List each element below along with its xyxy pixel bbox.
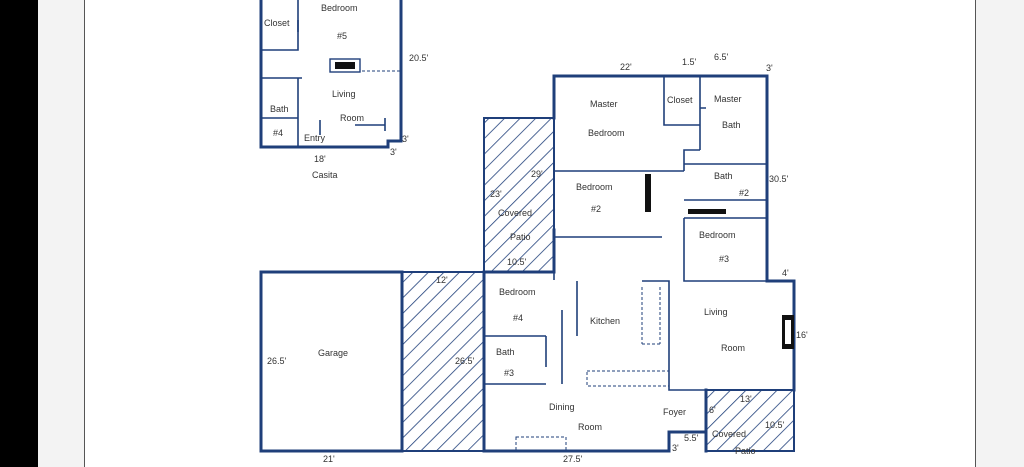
front-patio-label-2: Patio <box>735 446 756 456</box>
covered-patio-label: Covered <box>498 208 532 218</box>
right-margin <box>977 0 1024 467</box>
kitchen-label: Kitchen <box>590 316 620 326</box>
bath3-label: Bath <box>496 347 515 357</box>
master-bedroom-label: Master <box>590 99 618 109</box>
bedroom2-closet-door <box>645 174 651 212</box>
bedroom3-label: Bedroom <box>699 230 736 240</box>
dim-bottom-21: 21' <box>323 454 335 464</box>
dim-patio2-10-5: 10.5' <box>765 420 785 430</box>
covered-patio-area <box>483 117 555 273</box>
dining-room-label: Dining <box>549 402 575 412</box>
master-bath-label-2: Bath <box>722 120 741 130</box>
dining-sideboard <box>515 436 567 452</box>
dim-patio-23: 23' <box>490 189 502 199</box>
casita-dim-width: 18' <box>314 154 326 164</box>
casita-dim-notch-h: 3' <box>390 147 397 157</box>
dim-patio-29: 29' <box>531 169 543 179</box>
front-patio-label: Covered <box>712 429 746 439</box>
casita-bath-label: Bath <box>270 104 289 114</box>
dim-breezeway-26-5: 26.5' <box>455 356 475 366</box>
dim-right-4: 4' <box>782 268 789 278</box>
interior-walls <box>484 76 767 451</box>
dim-right-30-5: 30.5' <box>769 174 789 184</box>
foyer-label: Foyer <box>663 407 686 417</box>
casita-dim-height: 20.5' <box>409 53 429 63</box>
kitchen-counter <box>586 370 670 387</box>
casita-living-label: Living <box>332 89 356 99</box>
garage-label: Garage <box>318 348 348 358</box>
dim-top-3: 3' <box>766 63 773 73</box>
garage-outline <box>259 270 404 453</box>
master-bath-label: Master <box>714 94 742 104</box>
dim-top-6-5: 6.5' <box>714 52 729 62</box>
dim-top-1-5: 1.5' <box>682 57 697 67</box>
bath3-number: #3 <box>504 368 514 378</box>
living-room-label-2: Room <box>721 343 745 353</box>
casita <box>259 0 403 149</box>
dim-top-22: 22' <box>620 62 632 72</box>
dim-right-16: 16' <box>796 330 808 340</box>
house-outline <box>482 74 796 453</box>
casita-bath-number: #4 <box>273 128 283 138</box>
master-bedroom-label-2: Bedroom <box>588 128 625 138</box>
casita-bedroom-number: #5 <box>337 31 347 41</box>
dim-patio-10-5: 10.5' <box>507 257 527 267</box>
bath2-door <box>688 209 726 214</box>
master-closet-label: Closet <box>667 95 693 105</box>
bedroom2-number: #2 <box>591 204 601 214</box>
bedroom4-number: #4 <box>513 313 523 323</box>
bedroom2-label: Bedroom <box>576 182 613 192</box>
casita-dim-notch-w: 3' <box>402 134 409 144</box>
casita-entry-label: Entry <box>304 133 326 143</box>
dim-entry-5-5: 5.5' <box>684 433 699 443</box>
dining-room-label-2: Room <box>578 422 602 432</box>
front-patio-area <box>705 389 795 452</box>
casita-living-label-2: Room <box>340 113 364 123</box>
living-room-label: Living <box>704 307 728 317</box>
bath2-label: Bath <box>714 171 733 181</box>
casita-bedroom-label: Bedroom <box>321 3 358 13</box>
bedroom3-number: #3 <box>719 254 729 264</box>
covered-patio-label-2: Patio <box>510 232 531 242</box>
dim-breezeway-12: 12' <box>436 275 448 285</box>
bath2-number: #2 <box>739 188 749 198</box>
dim-entry-3: 3' <box>672 443 679 453</box>
dim-bottom-27-5: 27.5' <box>563 454 583 464</box>
bedroom4-label: Bedroom <box>499 287 536 297</box>
dim-garage-26-5: 26.5' <box>267 356 287 366</box>
dim-foyer-6: 6' <box>709 405 716 415</box>
casita-title: Casita <box>312 170 338 180</box>
casita-closet-label: Closet <box>264 18 290 28</box>
left-dark-margin <box>0 0 38 467</box>
dim-patio2-13: 13' <box>740 394 752 404</box>
